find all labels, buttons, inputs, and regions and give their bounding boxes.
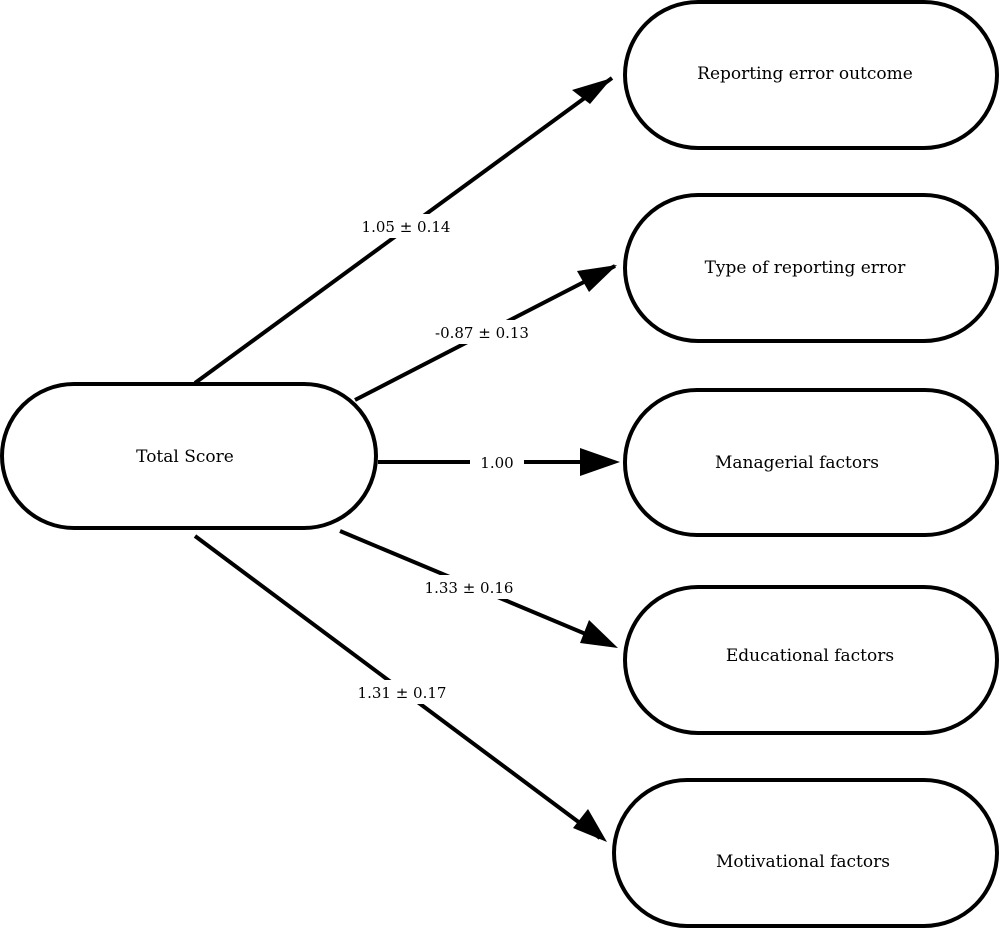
- node-label: Educational factors: [726, 646, 894, 666]
- node-box: [623, 0, 999, 150]
- node-box: [623, 193, 999, 343]
- node-box: [623, 585, 999, 735]
- arrowhead-icon: [580, 448, 620, 476]
- arrowhead-icon: [577, 265, 617, 292]
- node-total-score: Total Score: [0, 382, 378, 530]
- coefficient-label: 1.05 ± 0.14: [362, 218, 451, 236]
- node-label: Reporting error outcome: [697, 64, 913, 84]
- label-background: [422, 575, 516, 599]
- node-educational-factors: Educational factors: [623, 585, 999, 735]
- arrowhead-icon: [580, 620, 618, 648]
- coefficient-label: 1.00: [480, 454, 513, 472]
- coefficient-label: 1.31 ± 0.17: [358, 684, 447, 702]
- node-managerial-factors: Managerial factors: [623, 388, 999, 537]
- node-label: Type of reporting error: [705, 258, 907, 278]
- edge-to-reporting-error-outcome: 1.05 ± 0.14: [193, 76, 614, 385]
- edge-to-managerial-factors: 1.00: [378, 448, 620, 476]
- node-type-of-reporting-error: Type of reporting error: [623, 193, 999, 343]
- edges: 1.05 ± 0.14 -0.87 ± 0.13 1.00 1.33 ± 0.1…: [193, 76, 620, 842]
- node-motivational-factors: Motivational factors: [612, 778, 999, 928]
- arrowhead-icon: [572, 78, 612, 104]
- label-background: [356, 680, 448, 704]
- node-box: [612, 778, 999, 928]
- node-box: [623, 388, 999, 537]
- label-background: [470, 450, 524, 474]
- edge-to-type-of-reporting-error: -0.87 ± 0.13: [354, 264, 617, 402]
- arrowhead-icon: [573, 809, 607, 842]
- node-label: Managerial factors: [715, 453, 879, 473]
- coefficient-label: -0.87 ± 0.13: [435, 324, 529, 342]
- edge-to-motivational-factors: 1.31 ± 0.17: [193, 534, 607, 842]
- label-background: [432, 320, 532, 344]
- node-box: [0, 382, 378, 530]
- edge-to-educational-factors: 1.33 ± 0.16: [339, 529, 618, 648]
- label-background: [360, 214, 452, 238]
- node-reporting-error-outcome: Reporting error outcome: [623, 0, 999, 150]
- node-label: Motivational factors: [716, 852, 890, 872]
- node-label: Total Score: [136, 447, 234, 467]
- coefficient-label: 1.33 ± 0.16: [425, 579, 514, 597]
